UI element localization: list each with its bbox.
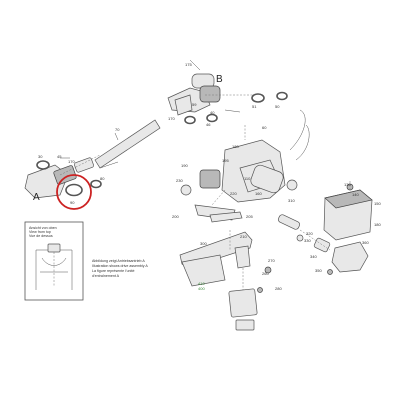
base-foot (235, 319, 255, 331)
illustration-caption: Abbildung zeigt Antriebsantrieb A Illust… (92, 259, 148, 278)
motor-shaft (277, 214, 301, 230)
rod-connector (74, 157, 94, 173)
part-number: 350 (315, 268, 322, 273)
part-number: 130 (344, 182, 351, 187)
cable-loop (289, 109, 310, 161)
part-number: 170 (168, 116, 175, 121)
highlighted-part-number: 90 (70, 200, 75, 205)
inset-caption-line: Ansicht von oben (29, 226, 57, 230)
lower-bracket-assembly (179, 230, 272, 331)
base-plate (228, 288, 258, 318)
inset-motor (47, 243, 61, 253)
washer-b4 (206, 113, 218, 123)
washer-b2 (276, 91, 288, 101)
part-number: 60 (262, 125, 267, 130)
part-number: 220 (230, 191, 237, 196)
screw-2 (257, 287, 263, 293)
part-number-labels: 30 45 170 70 80 170 46 175 40 50 51 59 6… (38, 62, 381, 291)
part-number: 110 (244, 176, 251, 181)
inset-bed-outline (40, 257, 68, 273)
inset-caption-line: Vue de dessus (29, 234, 53, 238)
bottom-screw (327, 269, 333, 275)
illustration-caption-line: La figure représente l'unité (92, 269, 134, 273)
washer-a3 (90, 179, 102, 189)
plug-b (199, 85, 221, 103)
motor-assembly (277, 180, 373, 275)
part-number: 190 (181, 163, 188, 168)
part-number: 80 (100, 176, 105, 181)
part-number: 270 (268, 258, 275, 263)
part-number: 360 (362, 240, 369, 245)
inset-caption-line: View from top (29, 230, 51, 234)
part-number: 280 (275, 286, 282, 291)
screw-1 (264, 266, 272, 274)
motor-gear (199, 169, 221, 189)
part-number-green: 400 (198, 286, 205, 291)
mount-plate (209, 211, 243, 223)
motor-cover-top (324, 189, 373, 209)
drive-rod (94, 119, 161, 169)
end-bushing (286, 179, 298, 191)
shaft-washer (296, 234, 304, 242)
part-number: 30 (38, 154, 43, 159)
part-number: 230 (176, 178, 183, 183)
part-number: 180 (374, 222, 381, 227)
part-number: 50 (275, 104, 280, 109)
part-number: 205 (246, 214, 253, 219)
part-number: 170 (68, 159, 75, 164)
washer-b1 (251, 93, 265, 103)
label-b: B (216, 74, 223, 85)
clip-b (174, 94, 193, 116)
part-number: 140 (352, 192, 359, 197)
part-number: 320 (306, 231, 313, 236)
part-number: 300 (200, 241, 207, 246)
part-number: 200 (172, 214, 179, 219)
part-number: 340 (310, 254, 317, 259)
part-number: 59 (192, 102, 197, 107)
part-number: 160 (255, 191, 262, 196)
part-number: 210 (240, 234, 247, 239)
end-cap (331, 241, 369, 273)
part-number: 70 (115, 127, 120, 132)
part-number: 330 (304, 238, 311, 243)
part-number: 51 (252, 104, 257, 109)
bracket-plate (181, 254, 226, 287)
part-number: 310 (288, 198, 295, 203)
gearbox-drum (250, 164, 284, 194)
part-number: 175 (185, 62, 192, 67)
washer-b3 (184, 115, 196, 125)
spring (313, 237, 331, 253)
part-number: 195 (222, 158, 229, 163)
illustration-caption-line: d'entraînement A (92, 274, 120, 278)
part-number: 46 (206, 122, 211, 127)
highlight-circle (56, 174, 92, 210)
illustration-caption-line: Illustration shows drive assembly A (92, 264, 148, 268)
drive-rod-assembly (24, 59, 288, 199)
washer-highlighted (65, 183, 83, 197)
illustration-caption-line: Abbildung zeigt Antriebsantrieb A (92, 259, 145, 263)
part-number: 260 (262, 271, 269, 276)
washer-a1 (36, 160, 50, 170)
bracket-arm (234, 245, 251, 269)
gear-small (180, 184, 192, 196)
part-number: 40 (210, 110, 215, 115)
top-view-inset: Ansicht von oben View from top Vue de de… (24, 221, 84, 301)
gearbox-assembly (180, 109, 310, 223)
drive-coupling-a (53, 165, 77, 185)
label-a: A (33, 192, 40, 203)
part-number: 45 (57, 154, 62, 159)
part-number-green: 410 (198, 281, 205, 286)
part-number: 180 (232, 144, 239, 149)
part-number: 150 (374, 201, 381, 206)
